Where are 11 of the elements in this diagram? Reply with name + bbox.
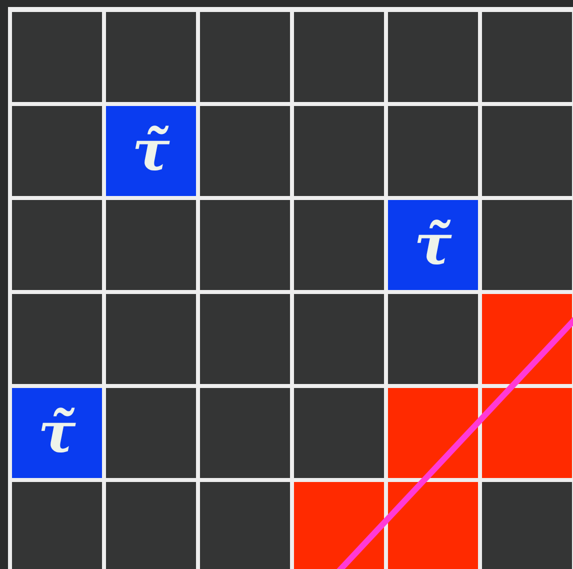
symbol-cell — [388, 200, 478, 290]
highlighted-cell — [388, 388, 478, 478]
tau-symbol: τ̃ — [414, 217, 452, 273]
highlighted-cell — [294, 482, 384, 569]
tau-symbol: τ̃ — [132, 123, 170, 179]
symbol-cell — [106, 106, 196, 196]
highlighted-cell — [388, 482, 478, 569]
highlighted-cell — [482, 388, 572, 478]
highlighted-cell — [482, 294, 572, 384]
tau-symbol: τ̃ — [38, 405, 76, 461]
symbol-cell — [12, 388, 102, 478]
